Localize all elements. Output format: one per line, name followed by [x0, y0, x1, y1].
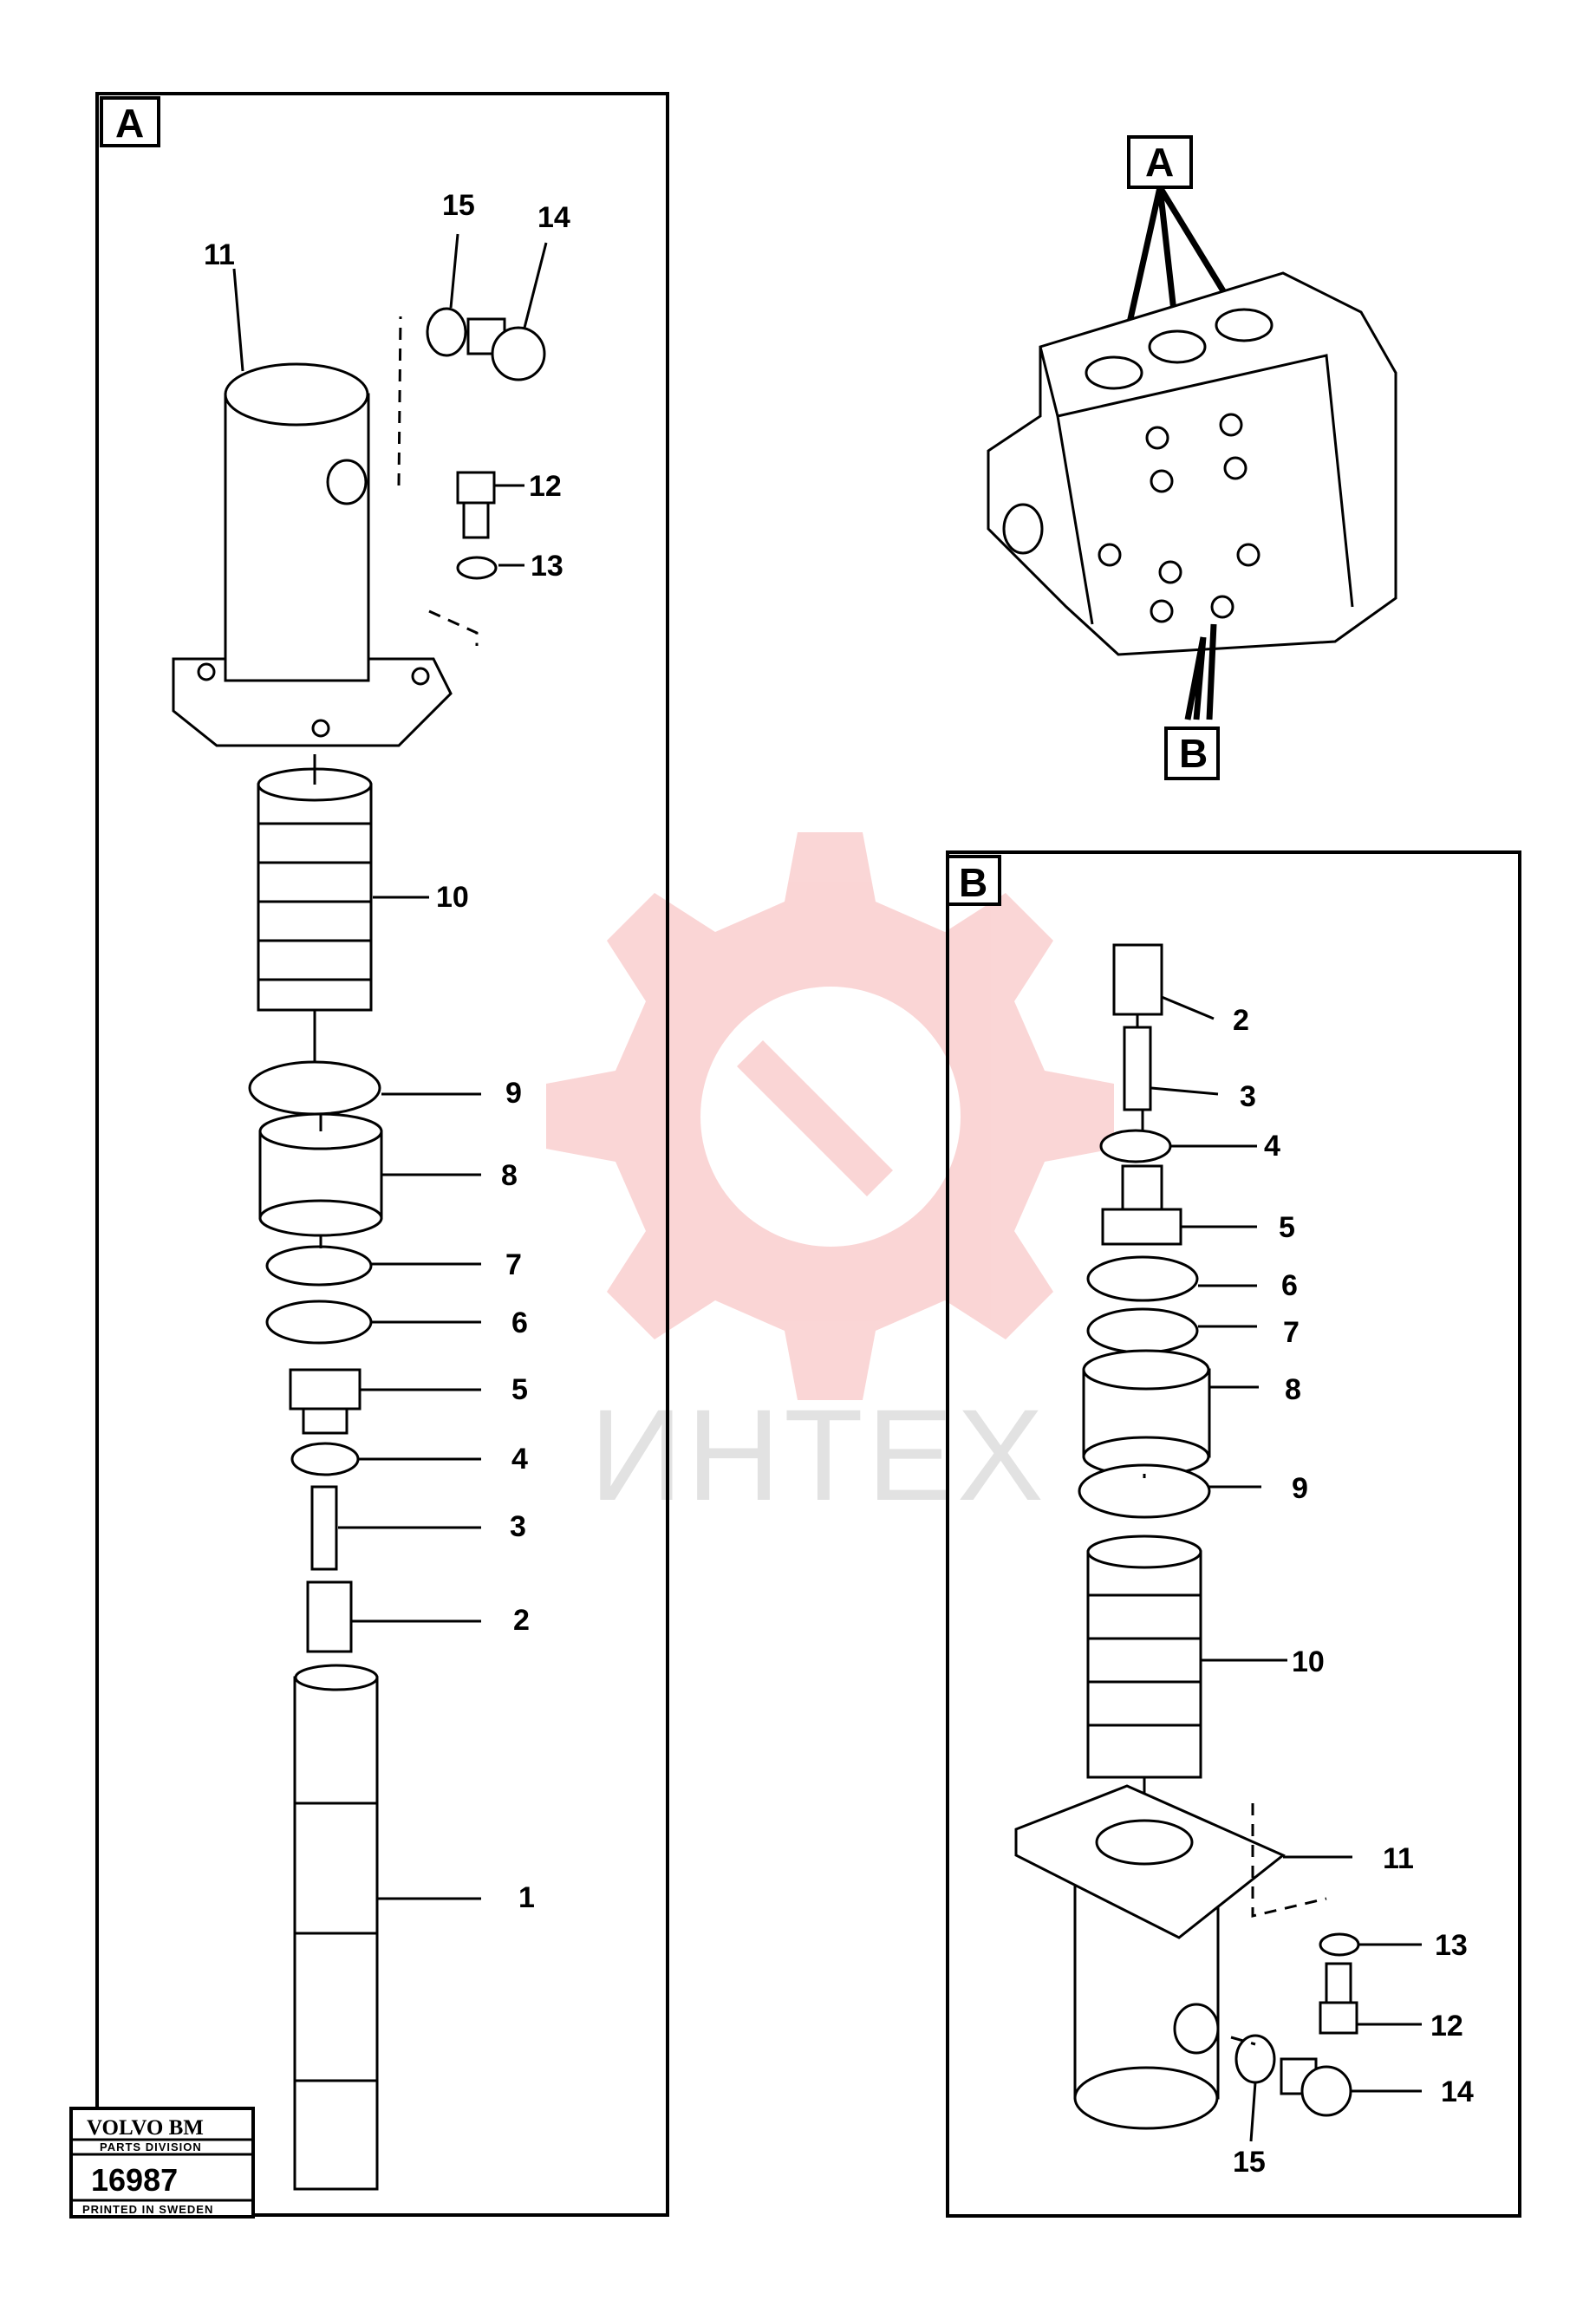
a-label-10: 10	[436, 881, 469, 914]
a-label-9: 9	[505, 1077, 522, 1110]
a-part-5-nut	[289, 1368, 362, 1435]
panel-b-tag: B	[959, 860, 987, 905]
b-label-7: 7	[1283, 1316, 1300, 1349]
a-part-13-washer	[456, 556, 498, 580]
b-part-9-ring	[1078, 1463, 1211, 1519]
b-label-3: 3	[1240, 1080, 1256, 1113]
a-part-11-housing	[172, 362, 453, 747]
a-label-11: 11	[204, 238, 235, 271]
a-part-6-ring	[265, 1300, 373, 1345]
b-part-2-sleeve	[1112, 943, 1163, 1016]
callout-a-box	[1127, 135, 1193, 189]
b-label-8: 8	[1285, 1373, 1301, 1406]
a-label-6: 6	[511, 1306, 528, 1339]
a-label-2: 2	[513, 1604, 530, 1637]
a-label-5: 5	[511, 1373, 528, 1406]
b-label-4: 4	[1264, 1130, 1280, 1163]
panel-a: A	[95, 92, 669, 2217]
a-part-15-washer	[426, 307, 467, 357]
a-part-1-spool	[293, 1664, 379, 2191]
stamp-origin: PRINTED IN SWEDEN	[82, 2203, 213, 2216]
a-part-4-ring	[290, 1442, 360, 1476]
b-part-5-nut	[1101, 1164, 1182, 1246]
a-part-2-sleeve	[306, 1580, 353, 1653]
watermark-gear	[546, 832, 1114, 1400]
panel-a-frame	[95, 92, 669, 2217]
panel-b-labels: 2 3 4 5 6 7 8 9 10 11 13 12 14 15	[1233, 1004, 1474, 2179]
panel-b: B	[946, 850, 1521, 2218]
watermark-text: ИНТЕХ	[590, 1382, 1047, 1528]
a-label-13: 13	[531, 550, 563, 583]
b-label-11: 11	[1383, 1842, 1414, 1875]
stamp-division: PARTS DIVISION	[100, 2140, 202, 2153]
a-label-7: 7	[505, 1248, 522, 1281]
panel-a-tag-box	[100, 96, 160, 147]
b-part-15-washer	[1234, 2034, 1276, 2084]
b-label-2: 2	[1233, 1004, 1249, 1037]
panel-b-frame	[946, 850, 1521, 2218]
b-part-8-piston	[1082, 1349, 1211, 1477]
a-label-15: 15	[442, 189, 475, 222]
b-part-6-ring	[1086, 1255, 1199, 1302]
b-label-10: 10	[1292, 1645, 1325, 1678]
b-part-14-plug	[1280, 2057, 1352, 2117]
b-label-6: 6	[1281, 1269, 1298, 1302]
b-part-4-ring	[1099, 1129, 1172, 1163]
a-label-14: 14	[537, 201, 570, 234]
b-part-10-spring	[1086, 1534, 1202, 1779]
a-label-4: 4	[511, 1443, 528, 1476]
panel-a-labels: 15 14 11 12 13 10 9 8 7 6 5 4 3 2 1	[204, 189, 570, 1914]
watermark-wrench	[737, 1040, 893, 1196]
b-label-9: 9	[1292, 1472, 1308, 1505]
callout-b-box	[1164, 726, 1220, 780]
panel-b-tag-box	[946, 855, 1001, 906]
a-part-14-plug	[466, 317, 546, 381]
parts-stamp: VOLVO BM PARTS DIVISION 16987 PRINTED IN…	[69, 2107, 255, 2219]
b-part-13-washer	[1319, 1932, 1360, 1957]
a-part-12-bolt	[456, 471, 496, 539]
b-part-12-bolt	[1319, 1962, 1358, 2035]
b-label-14: 14	[1441, 2075, 1474, 2108]
b-label-13: 13	[1435, 1929, 1468, 1962]
stamp-brand: VOLVO BM	[87, 2116, 204, 2140]
callout-b-label: B	[1179, 731, 1208, 776]
overview-valve-block: A B	[987, 135, 1397, 780]
a-label-12: 12	[529, 470, 562, 503]
a-part-3-spring	[310, 1485, 338, 1571]
a-label-1: 1	[518, 1881, 535, 1914]
a-part-7-ring	[265, 1245, 373, 1287]
a-label-8: 8	[501, 1159, 518, 1192]
b-label-5: 5	[1279, 1211, 1295, 1244]
b-part-3-spring	[1123, 1026, 1152, 1111]
stamp-number: 16987	[91, 2162, 178, 2198]
b-label-12: 12	[1430, 2010, 1463, 2043]
a-part-8-piston	[258, 1112, 383, 1237]
panel-a-tag: A	[115, 101, 144, 146]
b-part-11-housing	[1014, 1784, 1286, 2130]
watermark-gear-logo	[546, 832, 1114, 1400]
b-part-7-ring	[1086, 1307, 1199, 1354]
a-part-9-ring	[248, 1060, 381, 1116]
a-label-3: 3	[510, 1510, 526, 1543]
watermark-gear-hole	[700, 987, 961, 1247]
b-label-15: 15	[1233, 2146, 1266, 2179]
a-part-10-spring	[257, 767, 373, 1012]
callout-a-label: A	[1145, 140, 1174, 185]
